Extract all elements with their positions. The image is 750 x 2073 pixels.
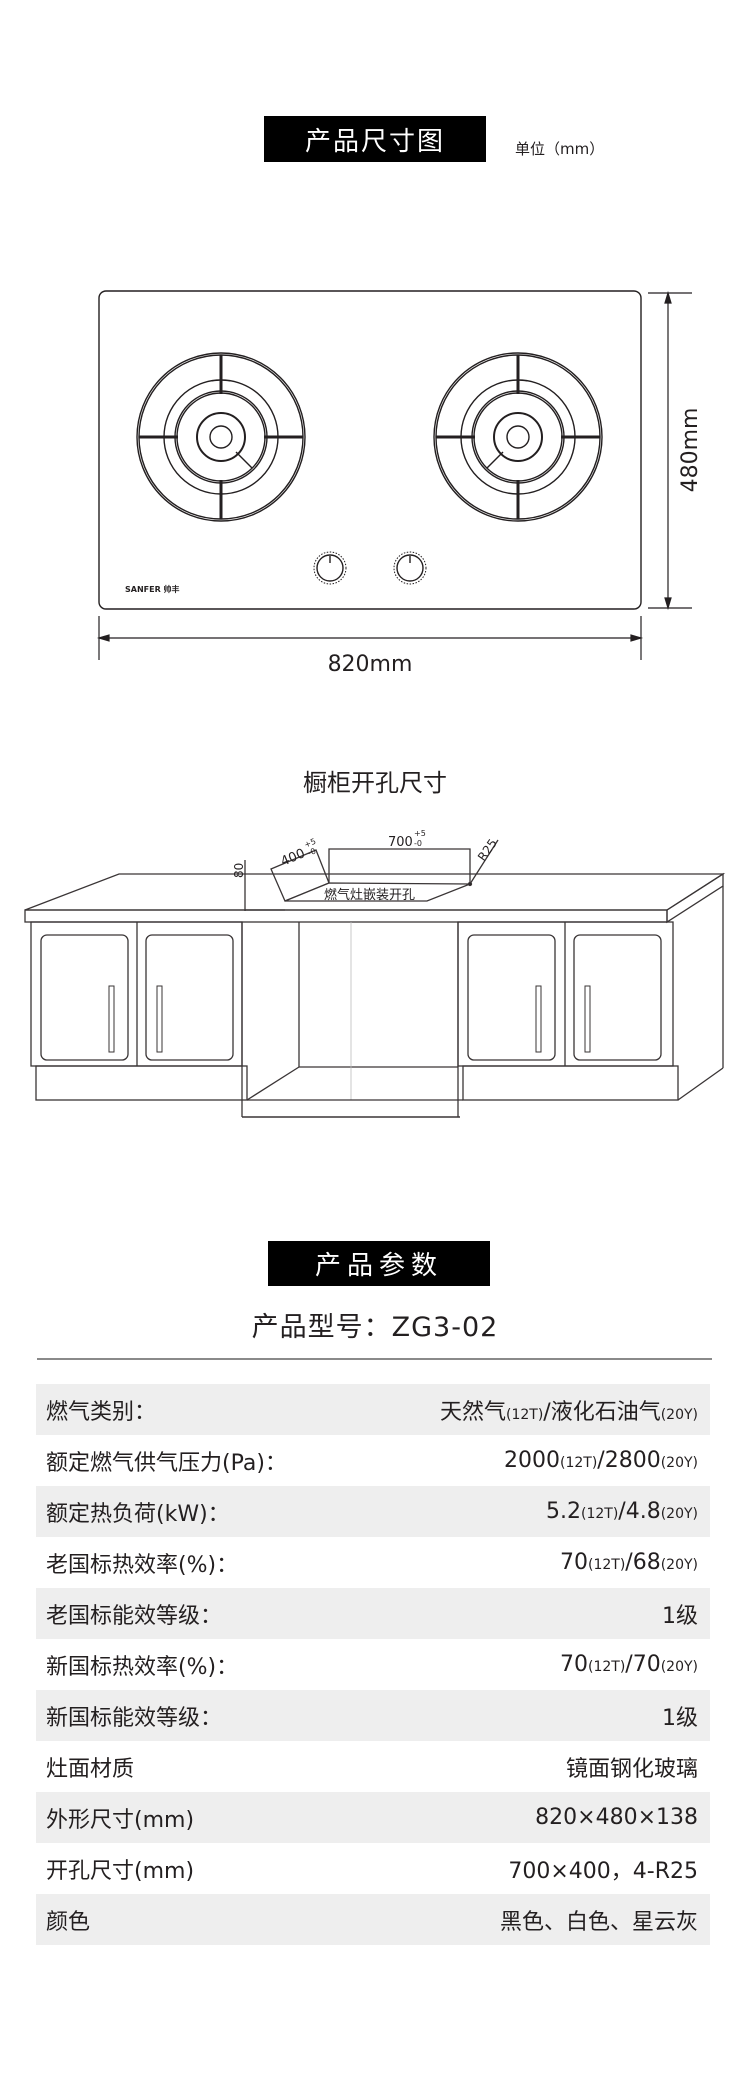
model-label: 产品型号： — [251, 1312, 392, 1343]
table-row: 开孔尺寸(mm) 700×400，4-R25 — [36, 1843, 710, 1894]
spec-label: 开孔尺寸(mm) — [46, 1858, 195, 1884]
spec-label: 老国标热效率(%)： — [46, 1552, 239, 1578]
right-burner-icon — [433, 352, 603, 522]
section-title-cabinet-cutout: 橱柜开孔尺寸 — [303, 769, 447, 797]
spec-label: 额定热负荷(kW)： — [46, 1501, 230, 1527]
spec-value: 1级 — [662, 1705, 698, 1731]
divider — [37, 1358, 712, 1360]
svg-text:+5: +5 — [414, 829, 426, 838]
table-row: 新国标能效等级： 1级 — [36, 1690, 710, 1741]
spec-table: 燃气类别： 天然气(12T)/液化石油气(20Y) 额定燃气供气压力(Pa)： 200… — [36, 1384, 710, 1945]
table-row: 额定热负荷(kW)： 5.2(12T)/4.8(20Y) — [36, 1486, 710, 1537]
spec-value: 820×480×138 — [535, 1805, 698, 1830]
table-row: 老国标热效率(%)： 70(12T)/68(20Y) — [36, 1537, 710, 1588]
spec-label: 新国标热效率(%)： — [46, 1654, 239, 1680]
spec-value: 1级 — [662, 1603, 698, 1629]
radius-label: R25 — [475, 836, 500, 863]
spec-value: 70(12T)/68(20Y) — [560, 1550, 698, 1575]
width-cut-label: 700 +5 -0 — [388, 829, 426, 850]
cooktop-outline — [98, 290, 642, 610]
svg-text:700: 700 — [388, 835, 413, 850]
svg-text:+5: +5 — [303, 837, 317, 850]
spec-value: 黑色、白色、星云灰 — [499, 1909, 698, 1935]
model-value: ZG3-02 — [391, 1312, 499, 1343]
unit-label: 单位（mm） — [515, 140, 605, 158]
left-knob-icon — [313, 551, 347, 585]
left-burner-icon — [136, 352, 306, 522]
table-row: 外形尺寸(mm) 820×480×138 — [36, 1792, 710, 1843]
section-title-dimensions: 产品尺寸图 — [264, 116, 486, 162]
spec-label: 颜色 — [46, 1909, 91, 1935]
svg-text:-0: -0 — [306, 846, 317, 857]
table-row: 燃气类别： 天然气(12T)/液化石油气(20Y) — [36, 1384, 710, 1435]
spec-value: 天然气(12T)/液化石油气(20Y) — [439, 1399, 698, 1425]
technical-drawings: 820mm 480mm SANFER 帅丰 80 400 +5 -0 700 +… — [24, 290, 726, 1118]
spec-label: 外形尺寸(mm) — [46, 1807, 195, 1833]
spec-label: 灶面材质 — [46, 1756, 135, 1782]
right-knob-icon — [393, 551, 427, 585]
width-dimension — [96, 616, 644, 660]
cutout-hole-label: 燃气灶嵌装开孔 — [324, 887, 415, 903]
svg-text:400: 400 — [279, 846, 308, 870]
depth-cut-label: 400 +5 -0 — [279, 837, 318, 870]
spec-value: 镜面钢化玻璃 — [565, 1756, 698, 1782]
svg-text:-0: -0 — [414, 839, 422, 848]
spec-value: 70(12T)/70(20Y) — [560, 1652, 698, 1677]
table-row: 额定燃气供气压力(Pa)： 2000(12T)/2800(20Y) — [36, 1435, 710, 1486]
table-row: 新国标热效率(%)： 70(12T)/70(20Y) — [36, 1639, 710, 1690]
table-row: 老国标能效等级： 1级 — [36, 1588, 710, 1639]
spec-value: 2000(12T)/2800(20Y) — [504, 1448, 698, 1473]
model-line: 产品型号：ZG3-02 — [0, 1305, 750, 1344]
spec-label: 燃气类别： — [46, 1399, 157, 1425]
table-row: 颜色 黑色、白色、星云灰 — [36, 1894, 710, 1945]
spec-label: 老国标能效等级： — [46, 1603, 223, 1629]
spec-label: 新国标能效等级： — [46, 1705, 223, 1731]
table-row: 灶面材质 镜面钢化玻璃 — [36, 1741, 710, 1792]
height-dimension — [648, 290, 692, 611]
depth-label: 80 — [232, 863, 246, 878]
spec-value: 5.2(12T)/4.8(20Y) — [546, 1499, 698, 1524]
spec-label: 额定燃气供气压力(Pa)： — [46, 1450, 287, 1476]
brand-logo: SANFER 帅丰 — [125, 584, 180, 594]
section-title-parameters: 产品参数 — [268, 1241, 490, 1286]
cabinet-drawing — [24, 839, 726, 1118]
width-label: 820mm — [328, 652, 413, 677]
spec-value: 700×400，4-R25 — [508, 1858, 698, 1884]
height-label: 480mm — [678, 408, 703, 493]
